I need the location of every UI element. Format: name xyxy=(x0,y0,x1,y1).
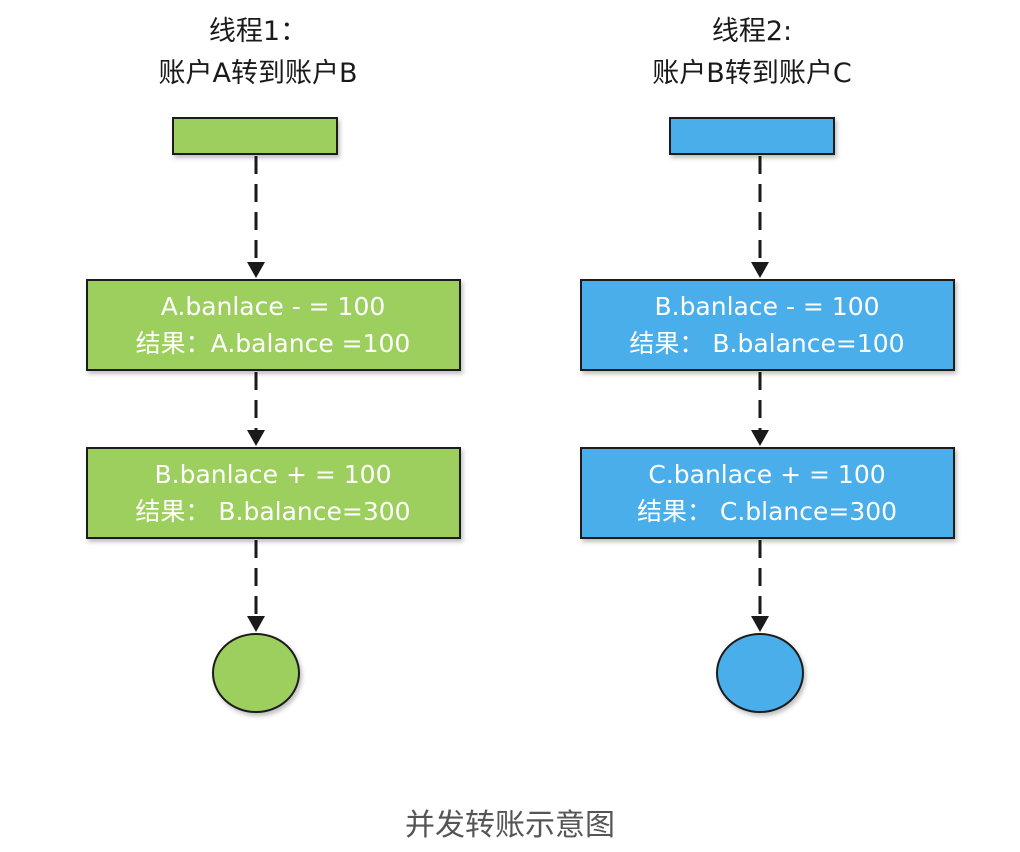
thread1-step2-line2: 结果： B.balance=300 xyxy=(135,497,410,526)
thread2-arrow-3 xyxy=(751,540,769,632)
thread1-arrow-2 xyxy=(247,372,265,446)
thread2-start-node xyxy=(669,117,835,155)
diagram-caption: 并发转账示意图 xyxy=(405,808,615,843)
thread1-arrow-3 xyxy=(247,540,265,632)
thread2-step1-line2: 结果： B.balance=100 xyxy=(629,329,904,358)
thread2-end-node xyxy=(716,633,804,713)
thread1-subtitle: 账户A转到账户B xyxy=(159,58,358,89)
thread1-column: 线程1： 账户A转到账户B A.banlace - = 100 结果：A.bal… xyxy=(86,16,461,713)
thread2-arrow-1 xyxy=(751,156,769,278)
thread2-column: 线程2: 账户B转到账户C B.banlace - = 100 结果： B.ba… xyxy=(580,16,955,713)
thread2-step1-box xyxy=(580,279,955,371)
thread2-arrow-2 xyxy=(751,372,769,446)
thread2-subtitle: 账户B转到账户C xyxy=(652,58,851,89)
thread2-step1-line1: B.banlace - = 100 xyxy=(654,292,879,321)
thread1-step1-line2: 结果：A.balance =100 xyxy=(136,329,411,358)
thread1-end-node xyxy=(212,633,300,713)
thread2-title: 线程2: xyxy=(712,16,792,47)
thread2-step2-line1: C.banlace + = 100 xyxy=(648,460,885,489)
thread1-arrow-1 xyxy=(247,156,265,278)
thread1-step1-box xyxy=(86,279,461,371)
thread1-step2-line1: B.banlace + = 100 xyxy=(155,460,392,489)
thread1-step2-box xyxy=(86,447,461,539)
thread2-step2-box xyxy=(580,447,955,539)
thread1-start-node xyxy=(172,117,338,155)
thread2-step2-line2: 结果： C.blance=300 xyxy=(637,497,897,526)
thread1-title: 线程1： xyxy=(209,16,307,47)
thread1-step1-line1: A.banlace - = 100 xyxy=(161,292,386,321)
